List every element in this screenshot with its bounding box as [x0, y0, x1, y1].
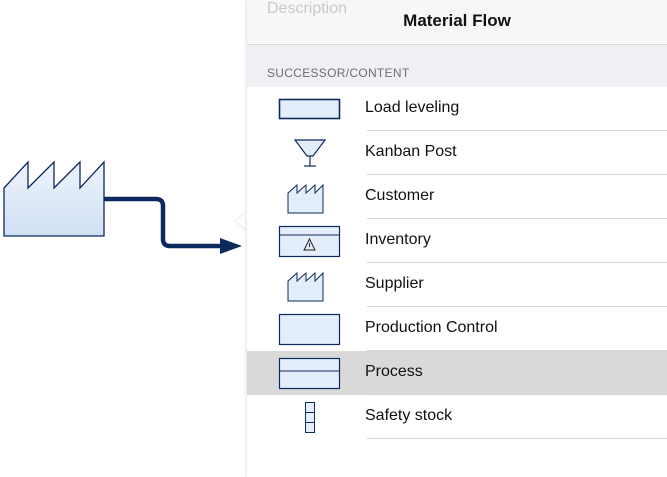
list-item-label: Kanban Post	[365, 143, 457, 160]
factory-icon[interactable]	[3, 160, 105, 237]
kanban-post-icon	[293, 139, 327, 167]
production-control-icon	[278, 313, 341, 346]
inventory-icon	[278, 225, 341, 258]
factory-icon	[287, 271, 324, 302]
list-item-label: Inventory	[365, 231, 431, 248]
list-item-supplier[interactable]: Supplier	[247, 263, 667, 307]
list-item-kanban-post[interactable]: Kanban Post	[247, 131, 667, 175]
list-item-safety-stock[interactable]: Safety stock	[247, 395, 667, 439]
description-placeholder: Description	[267, 0, 348, 17]
material-flow-popover: Description Material Flow SUCCESSOR/CONT…	[247, 0, 667, 477]
material-flow-connector[interactable]	[104, 196, 242, 254]
row-divider	[367, 262, 667, 263]
row-divider	[367, 394, 667, 395]
row-divider	[367, 174, 667, 175]
list-item-customer[interactable]: Customer	[247, 175, 667, 219]
list-item-label: Supplier	[365, 275, 424, 292]
row-divider	[367, 218, 667, 219]
process-icon	[278, 357, 341, 390]
list-item-label: Customer	[365, 187, 435, 204]
row-divider	[367, 306, 667, 307]
list-item-label: Process	[365, 363, 423, 380]
factory-shape[interactable]	[3, 160, 105, 237]
section-header-label: SUCCESSOR/CONTENT	[267, 66, 410, 80]
factory-icon	[287, 183, 324, 214]
list-item-load-leveling[interactable]: Load leveling	[247, 87, 667, 131]
popover-pointer	[236, 212, 247, 230]
list-item-production-control[interactable]: Production Control	[247, 307, 667, 351]
list-item-label: Production Control	[365, 319, 498, 336]
arrowhead-icon	[220, 238, 242, 254]
popover-header: Description Material Flow	[247, 0, 667, 45]
popover-title: Material Flow	[403, 11, 511, 30]
row-divider	[367, 350, 667, 351]
list-item-label: Safety stock	[365, 407, 453, 424]
list-item-process[interactable]: Process	[247, 351, 667, 395]
row-divider	[367, 130, 667, 131]
load-leveling-icon	[278, 98, 341, 120]
safety-stock-icon	[305, 402, 315, 433]
row-divider	[367, 438, 667, 439]
list-item-inventory[interactable]: Inventory	[247, 219, 667, 263]
list-item-label: Load leveling	[365, 99, 460, 116]
section-header	[247, 45, 667, 87]
